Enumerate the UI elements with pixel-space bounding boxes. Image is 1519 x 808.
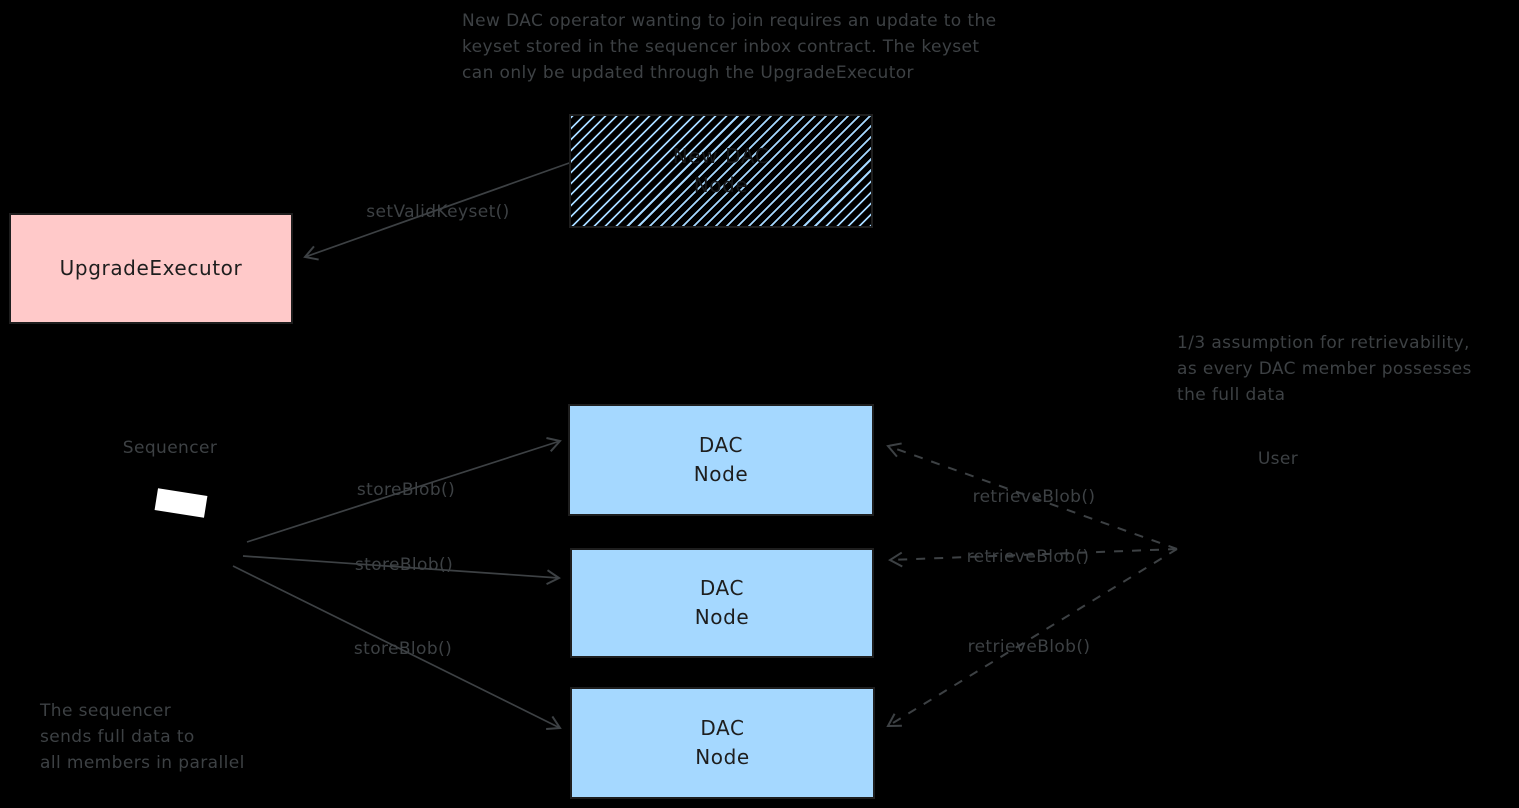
actor-sequencer-label: Sequencer	[122, 438, 218, 458]
edge-label-store-blob-2: storeBlob()	[354, 555, 454, 575]
node-dac-node-2: DAC Node	[570, 548, 874, 658]
node-upgrade-executor-label: UpgradeExecutor	[59, 256, 243, 280]
edge-label-set-valid-keyset: setValidKeyset()	[366, 202, 510, 222]
note-sequencer-parallel: The sequencer sends full data to all mem…	[40, 701, 245, 773]
note-retrievability-assumption: 1/3 assumption for retrievability, as ev…	[1177, 333, 1472, 405]
node-upgrade-executor: UpgradeExecutor	[9, 213, 293, 324]
node-dac-node-1-label: DAC Node	[693, 433, 749, 486]
sequencer-shape	[154, 488, 208, 518]
node-dac-node-2-label: DAC Node	[694, 576, 750, 629]
node-dac-node-1: DAC Node	[568, 404, 874, 516]
node-dac-node-3-label: DAC Node	[695, 716, 750, 769]
node-new-dac-node: New DAC Node	[569, 114, 873, 228]
node-new-dac-node-label: New DAC Node	[672, 144, 770, 197]
edge-label-retrieve-blob-3: retrieveBlob()	[967, 637, 1091, 657]
edge-label-store-blob-3: storeBlob()	[353, 639, 453, 659]
edge-label-retrieve-blob-1: retrieveBlob()	[972, 487, 1096, 507]
edge-label-retrieve-blob-2: retrieveBlob()	[966, 547, 1090, 567]
node-dac-node-3: DAC Node	[570, 687, 875, 799]
actor-user-label: User	[1257, 449, 1299, 469]
edge-label-store-blob-1: storeBlob()	[356, 480, 456, 500]
note-keyset-update: New DAC operator wanting to join require…	[462, 11, 997, 83]
